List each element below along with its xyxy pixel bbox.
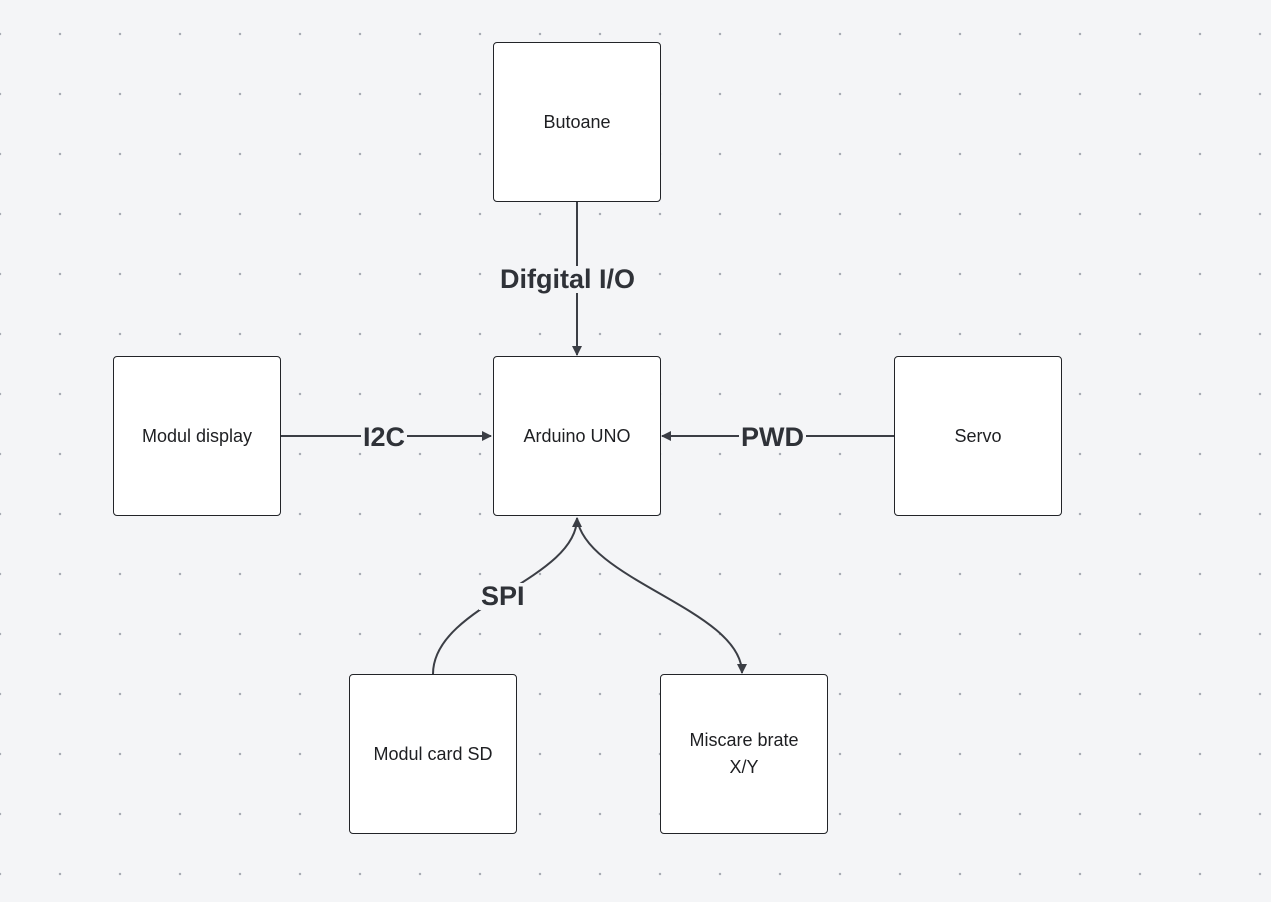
node-butoane[interactable]: Butoane bbox=[493, 42, 661, 202]
edge-label-spi: SPI bbox=[479, 581, 527, 611]
edge-label-i2c: I2C bbox=[361, 422, 408, 452]
edge-arduino-brate[interactable] bbox=[576, 517, 747, 674]
edge-label-digital-io: Difgital I/O bbox=[498, 264, 637, 294]
node-modul-card-sd[interactable]: Modul card SD bbox=[349, 674, 517, 834]
node-arduino-uno[interactable]: Arduino UNO bbox=[493, 356, 661, 516]
node-servo[interactable]: Servo bbox=[894, 356, 1062, 516]
edge-label-pwd: PWD bbox=[739, 422, 806, 452]
node-miscare-brate[interactable]: Miscare brate X/Y bbox=[660, 674, 828, 834]
node-modul-display[interactable]: Modul display bbox=[113, 356, 281, 516]
